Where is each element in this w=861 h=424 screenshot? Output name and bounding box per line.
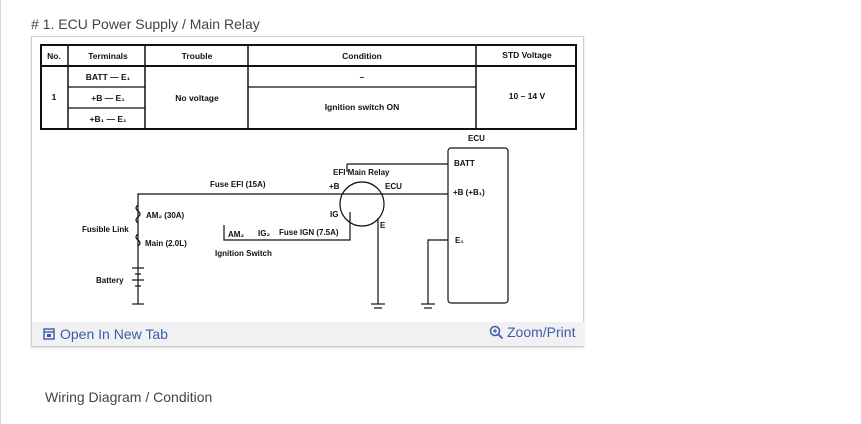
page-left-border [0, 0, 1, 424]
label-b-b1: +B (+B₁) [453, 188, 485, 197]
figure-caption: Wiring Diagram / Condition [45, 389, 213, 405]
header-condition: Condition [342, 51, 382, 61]
header-terminals: Terminals [88, 51, 128, 61]
header-std-voltage: STD Voltage [502, 50, 552, 60]
open-tab-icon [43, 328, 55, 340]
header-no: No. [47, 51, 61, 61]
label-batt: BATT [454, 159, 475, 168]
zoom-icon [489, 325, 504, 339]
label-ecu: ECU [468, 134, 485, 143]
ecu-box [447, 147, 509, 304]
cell-condition-1: – [360, 72, 365, 82]
label-am2-30a: AM₂ (30A) [146, 211, 185, 220]
label-relay-e: E [380, 221, 386, 230]
table-cells: 1 BATT — E₁ +B — E₁ +B₁ — E₁ No voltage … [52, 72, 546, 124]
zoom-print-link[interactable]: Zoom/Print [489, 324, 575, 340]
condition-table [40, 44, 577, 130]
label-ignition-switch: Ignition Switch [215, 249, 272, 258]
relay-symbol [339, 181, 385, 227]
table-headers: No. Terminals Trouble Condition STD Volt… [47, 50, 552, 61]
cell-trouble: No voltage [175, 93, 219, 103]
header-trouble: Trouble [182, 51, 213, 61]
label-e1: E₁ [455, 236, 464, 245]
open-in-new-tab-link[interactable]: Open In New Tab [43, 326, 168, 342]
label-main-20l: Main (2.0L) [145, 239, 187, 248]
cell-terminal-1: BATT — E₁ [86, 72, 131, 82]
label-relay-ig: IG [330, 210, 338, 219]
label-relay-b: +B [329, 182, 340, 191]
figure-card [31, 36, 584, 347]
label-fusible-link: Fusible Link [82, 225, 129, 234]
label-am2: AM₂ [228, 230, 244, 239]
label-ig2: IG₂ [258, 229, 270, 238]
cell-std-voltage: 10 – 14 V [509, 91, 546, 101]
label-fuse-ign: Fuse IGN (7.5A) [279, 228, 339, 237]
label-fuse-efi: Fuse EFI (15A) [210, 180, 266, 189]
zoom-print-label: Zoom/Print [507, 324, 576, 340]
label-battery: Battery [96, 276, 124, 285]
label-efi-main-relay: EFI Main Relay [333, 168, 390, 177]
cell-terminal-3: +B₁ — E₁ [89, 114, 127, 124]
cell-condition-2: Ignition switch ON [325, 102, 400, 112]
cell-terminal-2: +B — E₁ [91, 93, 125, 103]
diagram-labels: ECU BATT +B (+B₁) E₁ EFI Main Relay +B E… [82, 134, 485, 285]
open-in-new-tab-label: Open In New Tab [60, 326, 168, 342]
cell-no: 1 [52, 92, 57, 102]
label-relay-ecu: ECU [385, 182, 402, 191]
section-heading: # 1. ECU Power Supply / Main Relay [31, 16, 260, 32]
wiring-diagram [132, 147, 509, 309]
